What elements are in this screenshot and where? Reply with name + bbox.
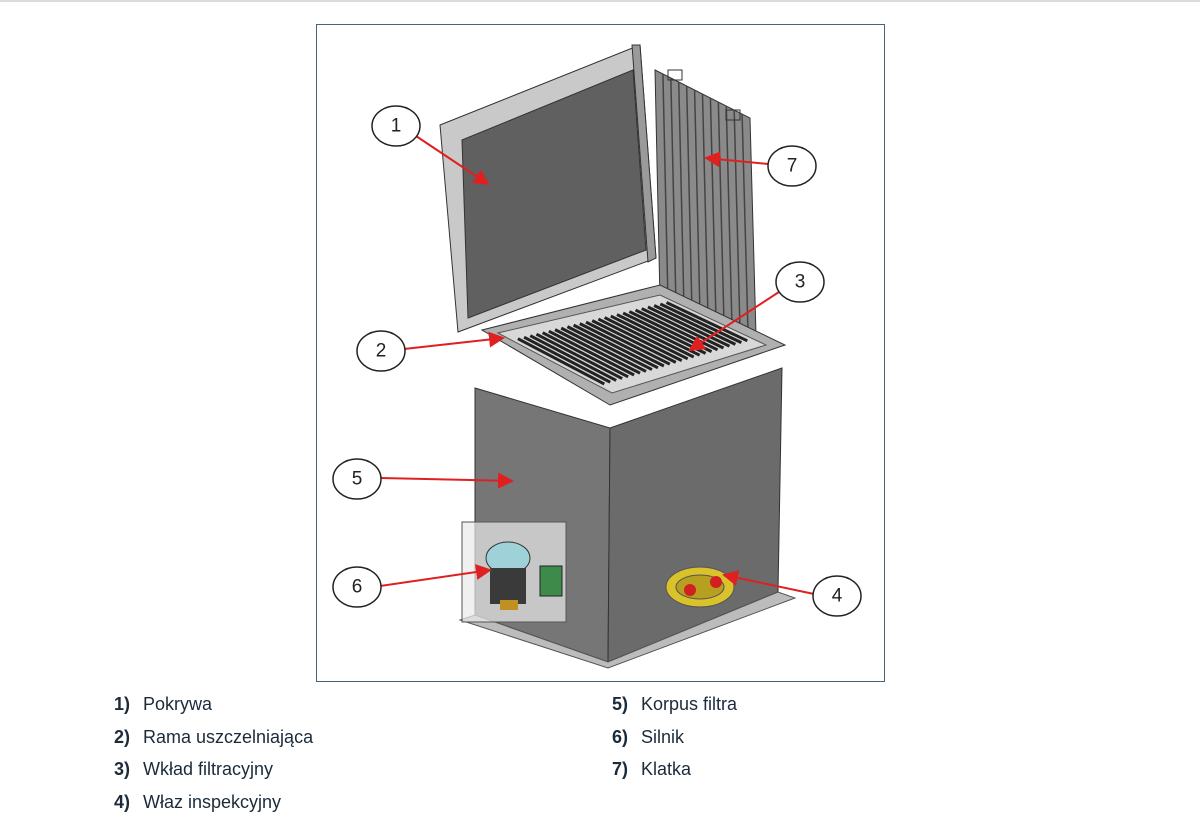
grate-slat	[641, 307, 725, 350]
grate-slat	[529, 334, 617, 382]
legend-left: 1)Pokrywa 2)Rama uszczelniająca 3)Wkład …	[114, 688, 313, 818]
grate-slat	[541, 331, 629, 379]
arrow-3	[688, 289, 783, 352]
grate-slat	[560, 326, 647, 373]
callout-1: 1	[371, 105, 421, 147]
grate-slat	[585, 320, 671, 366]
callout-label: 1	[391, 116, 402, 137]
callout-label: 5	[352, 469, 363, 490]
legend-item-5: 5)Korpus filtra	[612, 694, 738, 714]
legend-item-7: 7)Klatka	[612, 759, 692, 779]
cage-bar	[693, 89, 701, 315]
top-divider	[0, 0, 1200, 2]
grate-slat	[548, 329, 635, 377]
grate-slat	[566, 325, 653, 371]
grate-slat	[554, 328, 641, 375]
callout-label: 3	[795, 272, 806, 293]
legend-item-3: 3)Wkład filtracyjny	[114, 759, 274, 779]
grate-slat	[523, 335, 611, 384]
cage-bar	[685, 85, 693, 312]
arrow-1	[415, 135, 490, 186]
grate-slat	[597, 317, 683, 362]
grate-slat	[665, 301, 748, 343]
lid	[439, 44, 657, 333]
grate-slat	[610, 314, 695, 359]
cage-bar	[725, 105, 733, 327]
arrow-4	[722, 570, 815, 595]
legend-item-4: 4)Właz inspekcyjny	[114, 791, 282, 812]
grate-slat	[535, 332, 623, 380]
grate-slat	[647, 305, 731, 348]
callout-label: 4	[832, 586, 843, 607]
cage-bar	[733, 109, 741, 330]
grate-slat	[616, 313, 701, 357]
callout-4: 4	[812, 575, 862, 617]
callout-label: 2	[376, 341, 387, 362]
cage	[654, 69, 757, 336]
grate-slat	[579, 322, 665, 368]
inspection-hatch	[665, 566, 735, 608]
cage-bar	[670, 77, 677, 306]
callout-label: 6	[352, 577, 363, 598]
grate-slat	[517, 337, 605, 386]
cage-bar	[717, 101, 725, 324]
cage-bar	[678, 81, 685, 309]
cage-bar	[709, 97, 717, 321]
arrow-6	[379, 564, 492, 587]
legend-right: 5)Korpus filtra 6)Silnik 7)Klatka	[612, 688, 737, 786]
callout-5: 5	[332, 458, 382, 500]
cage-bar	[741, 113, 749, 333]
filter-body	[458, 367, 797, 669]
grate-slat	[603, 316, 689, 361]
grate-slat	[659, 302, 743, 344]
legend-item-1: 1)Pokrywa	[114, 694, 213, 714]
arrow-7	[704, 151, 769, 168]
callout-label: 7	[787, 156, 798, 177]
cage-bar	[701, 93, 709, 318]
cage-bar	[662, 73, 669, 303]
grate-slat	[591, 319, 677, 364]
grate-slat	[653, 304, 737, 346]
arrow-5	[379, 472, 514, 489]
arrow-2	[403, 331, 505, 350]
legend-item-2: 2)Rama uszczelniająca	[114, 726, 314, 747]
callout-2: 2	[356, 330, 406, 372]
callout-arrows	[379, 135, 815, 595]
sealing-frame	[480, 284, 787, 406]
grate-slat	[572, 323, 659, 370]
callout-3: 3	[775, 261, 825, 303]
callout-7: 7	[767, 145, 817, 187]
callout-6: 6	[332, 566, 382, 608]
legend-item-6: 6)Silnik	[612, 726, 685, 747]
